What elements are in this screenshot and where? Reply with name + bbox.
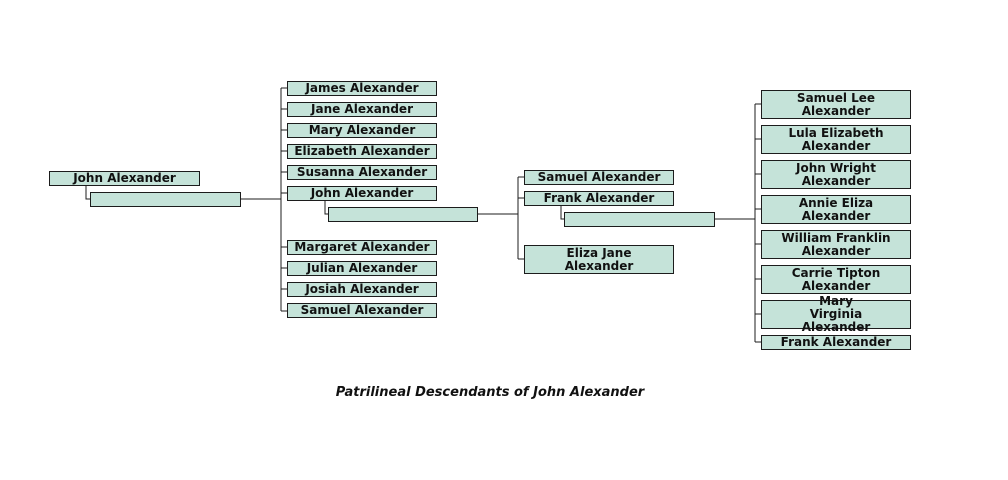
person-name: Mary Alexander (308, 123, 416, 137)
person-name: Mary Virginia Alexander (801, 294, 871, 334)
person-box-gen4: John Wright Alexander (761, 160, 911, 189)
person-box-gen3: Eliza Jane Alexander (524, 245, 674, 274)
connector-frank-spouse (560, 206, 564, 220)
person-box-root: John Alexander (49, 171, 200, 186)
person-name: Carrie Tipton Alexander (791, 265, 881, 293)
person-name: Frank Alexander (543, 191, 655, 205)
person-box-gen2: Mary Alexander (287, 123, 437, 138)
person-box-gen2: Samuel Alexander (287, 303, 437, 318)
spouse-placeholder-box (90, 192, 241, 207)
person-name: Julian Alexander (306, 261, 418, 275)
person-box-gen4: Samuel Lee Alexander (761, 90, 911, 119)
person-box-gen4: Carrie Tipton Alexander (761, 265, 911, 294)
person-box-gen3: Frank Alexander (524, 191, 674, 206)
person-name: John Wright Alexander (796, 160, 876, 188)
spouse-placeholder-box (328, 207, 478, 222)
person-name: Samuel Alexander (300, 303, 424, 317)
person-name: Frank Alexander (780, 335, 892, 349)
person-box-gen4: Frank Alexander (761, 335, 911, 350)
person-name: Josiah Alexander (305, 282, 419, 296)
person-box-gen2: Julian Alexander (287, 261, 437, 276)
person-name: William Franklin Alexander (781, 230, 891, 258)
person-name: Susanna Alexander (296, 165, 428, 179)
person-name: John Alexander (73, 171, 176, 185)
person-name: Eliza Jane Alexander (564, 245, 634, 273)
person-box-gen4: William Franklin Alexander (761, 230, 911, 259)
person-name: Elizabeth Alexander (294, 144, 430, 158)
person-name: James Alexander (305, 81, 419, 95)
person-name: Jane Alexander (311, 102, 413, 116)
diagram-caption: Patrilineal Descendants of John Alexande… (335, 385, 645, 400)
person-box-gen3: Samuel Alexander (524, 170, 674, 185)
person-name: Samuel Alexander (537, 170, 661, 184)
connector-root-spouse (85, 186, 90, 200)
person-box-gen4: Mary Virginia Alexander (761, 295, 911, 334)
person-name: Lula Elizabeth Alexander (788, 125, 884, 153)
person-name: Margaret Alexander (294, 240, 430, 254)
person-name: John Alexander (310, 186, 414, 200)
person-box-gen2: Margaret Alexander (287, 240, 437, 255)
person-box-gen2: Jane Alexander (287, 102, 437, 117)
person-box-gen4: Annie Eliza Alexander (761, 195, 911, 224)
connector-john-spouse (324, 201, 328, 215)
person-box-gen2: Josiah Alexander (287, 282, 437, 297)
spouse-placeholder-box (564, 212, 715, 227)
person-name: Samuel Lee Alexander (796, 90, 876, 118)
person-box-gen4: Lula Elizabeth Alexander (761, 125, 911, 154)
person-box-gen2: Susanna Alexander (287, 165, 437, 180)
person-box-gen2: Elizabeth Alexander (287, 144, 437, 159)
person-box-gen2: James Alexander (287, 81, 437, 96)
person-box-gen2: John Alexander (287, 186, 437, 201)
person-name: Annie Eliza Alexander (798, 195, 874, 223)
